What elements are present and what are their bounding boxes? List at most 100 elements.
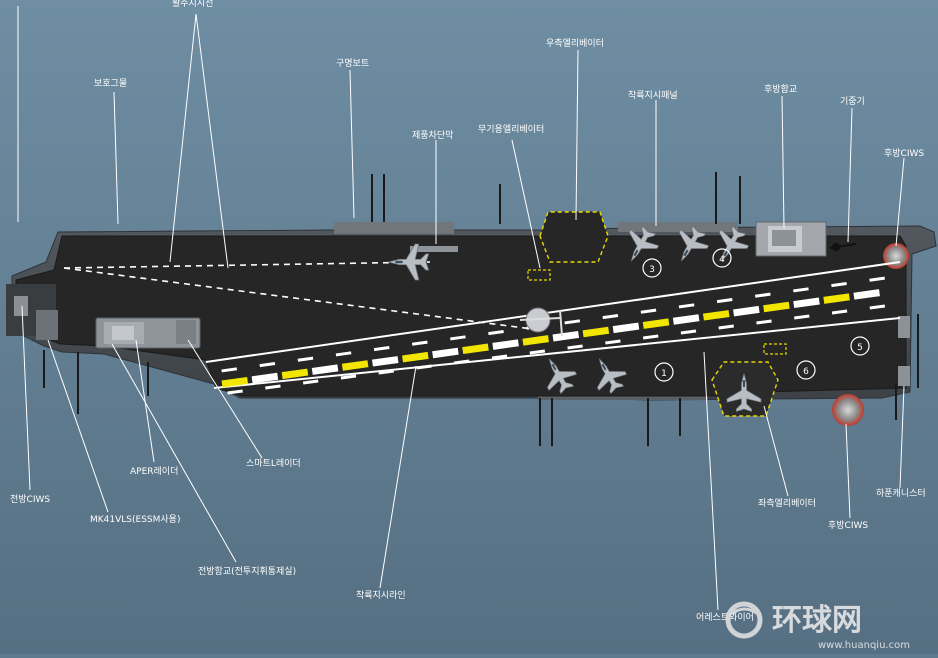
edge-dash [488,329,504,336]
decoy-launcher-2 [898,366,910,386]
edge-dash [678,303,695,309]
starboard-elevator [539,211,609,263]
centerline-segment [281,368,309,380]
label-starboard-elevator: 우측엘리베이터 [546,38,604,49]
aft-island [755,221,827,257]
watermark-text: 环球网 [772,603,862,638]
edge-dash [450,335,466,341]
edge-dash [265,384,281,390]
edge-dash [869,276,885,282]
watermark-logo-icon [725,601,763,639]
centerline-segment [462,343,489,355]
centerline-segment [371,356,399,367]
leader-lines [17,6,905,611]
edge-dash [831,281,847,288]
starboard-sponson [334,222,454,234]
label-forward-bridge: 전방함교(전투지휘통제실) [198,566,296,577]
label-mk41-vls: MK41VLS(ESSM사용) [90,514,180,525]
edge-dash [416,364,432,370]
angled-deck-edge-stbd [205,261,901,363]
edge-dash [340,374,357,380]
label-protective-net: 보호그물 [94,78,127,89]
weapons-elevator-mark [527,269,551,281]
label-crane: 기중기 [840,96,865,107]
label-arresting-wire: 어레스트와이어 [696,611,754,623]
antennas [43,172,919,446]
edge-dash [259,361,276,368]
decoy-launcher-1 [898,316,910,338]
edge-dash [756,319,772,325]
label-decoy-launcher: 하푼캐니스터 [876,488,926,499]
edge-dash [794,314,810,320]
centerline-segment [702,310,730,321]
edge-dash [642,334,659,340]
starboard-sponson-2 [618,222,738,232]
bow-runway-line-1 [63,267,541,331]
edge-dash [227,389,243,395]
label-smart-l-radar: 스마트L레이더 [246,458,301,469]
centerline-segment [853,289,880,300]
edge-dash [529,349,546,355]
label-aft-bridge: 후방함교 [764,84,797,95]
watermark: 环球网 www.huanqiu.com [725,601,910,651]
centerline-segment [492,339,519,350]
centerline-segment [311,364,339,375]
centerline-segment [672,314,700,325]
edge-dash [302,379,319,385]
spot-number: 1 [661,369,667,379]
spot-number: 6 [803,367,809,377]
bow-ciws-mount [14,296,28,316]
label-aft-ciws-top: 후방CIWS [884,148,924,159]
edge-dash [718,324,734,330]
labels: 활주지시선 보호그물 구명보트 제풍차단막 무기용엘리베이터 우측엘리베이터 착… [10,0,926,623]
edge-dash [373,345,390,352]
crane [829,243,857,251]
label-forward-ciws: 전방CIWS [10,494,50,505]
centerline-segment [522,335,549,346]
edge-dash [297,356,314,362]
aft-ciws-top-mount [883,243,909,269]
label-top-cut: 활주지시선 [172,0,213,9]
forward-island [36,310,201,349]
centerline-segment [221,376,249,388]
helicopter [519,307,563,337]
centerline-segment [642,318,670,329]
label-landing-signal-platform: 착륙지시패널 [628,90,678,101]
edge-dash [602,313,619,320]
spot-number: 5 [857,343,863,353]
centerline-segment [763,301,790,313]
label-rescue-boat: 구명보트 [336,58,369,69]
centerline-segment [582,326,610,338]
label-aper-radar: APER레이더 [130,466,178,477]
edge-dash [567,344,583,350]
edge-dash [335,351,352,357]
label-landing-guide-line: 착륙지시라인 [356,590,406,601]
centerline-segment [341,360,369,371]
deck-mark [763,343,787,355]
centerline-segment [552,330,580,342]
edge-dash [378,369,394,375]
edge-dash [564,319,581,325]
centerline-segment [432,347,459,359]
label-port-elevator: 좌측엘리베이터 [758,498,816,509]
spot-number: 4 [719,255,725,265]
centerline-segment [251,372,279,384]
landing-centerline [221,289,880,388]
label-weapons-elevator: 무기용엘리베이터 [478,124,544,135]
centerline-segment [793,297,820,309]
jet-blast-deflector [410,246,458,252]
edge-dash [411,340,428,346]
centerline-segment [402,351,429,363]
edge-dash [221,367,238,373]
centerline-segment [823,293,850,304]
label-aft-ciws-bottom: 후방CIWS [828,520,868,531]
edge-dash [754,292,771,298]
spot-number: 3 [649,265,655,275]
watermark-url: www.huanqiu.com [818,640,910,651]
edge-dash [716,297,733,304]
edge-dash [605,339,621,345]
deck-edge-dashes [221,276,886,395]
centerline-segment [612,322,640,334]
